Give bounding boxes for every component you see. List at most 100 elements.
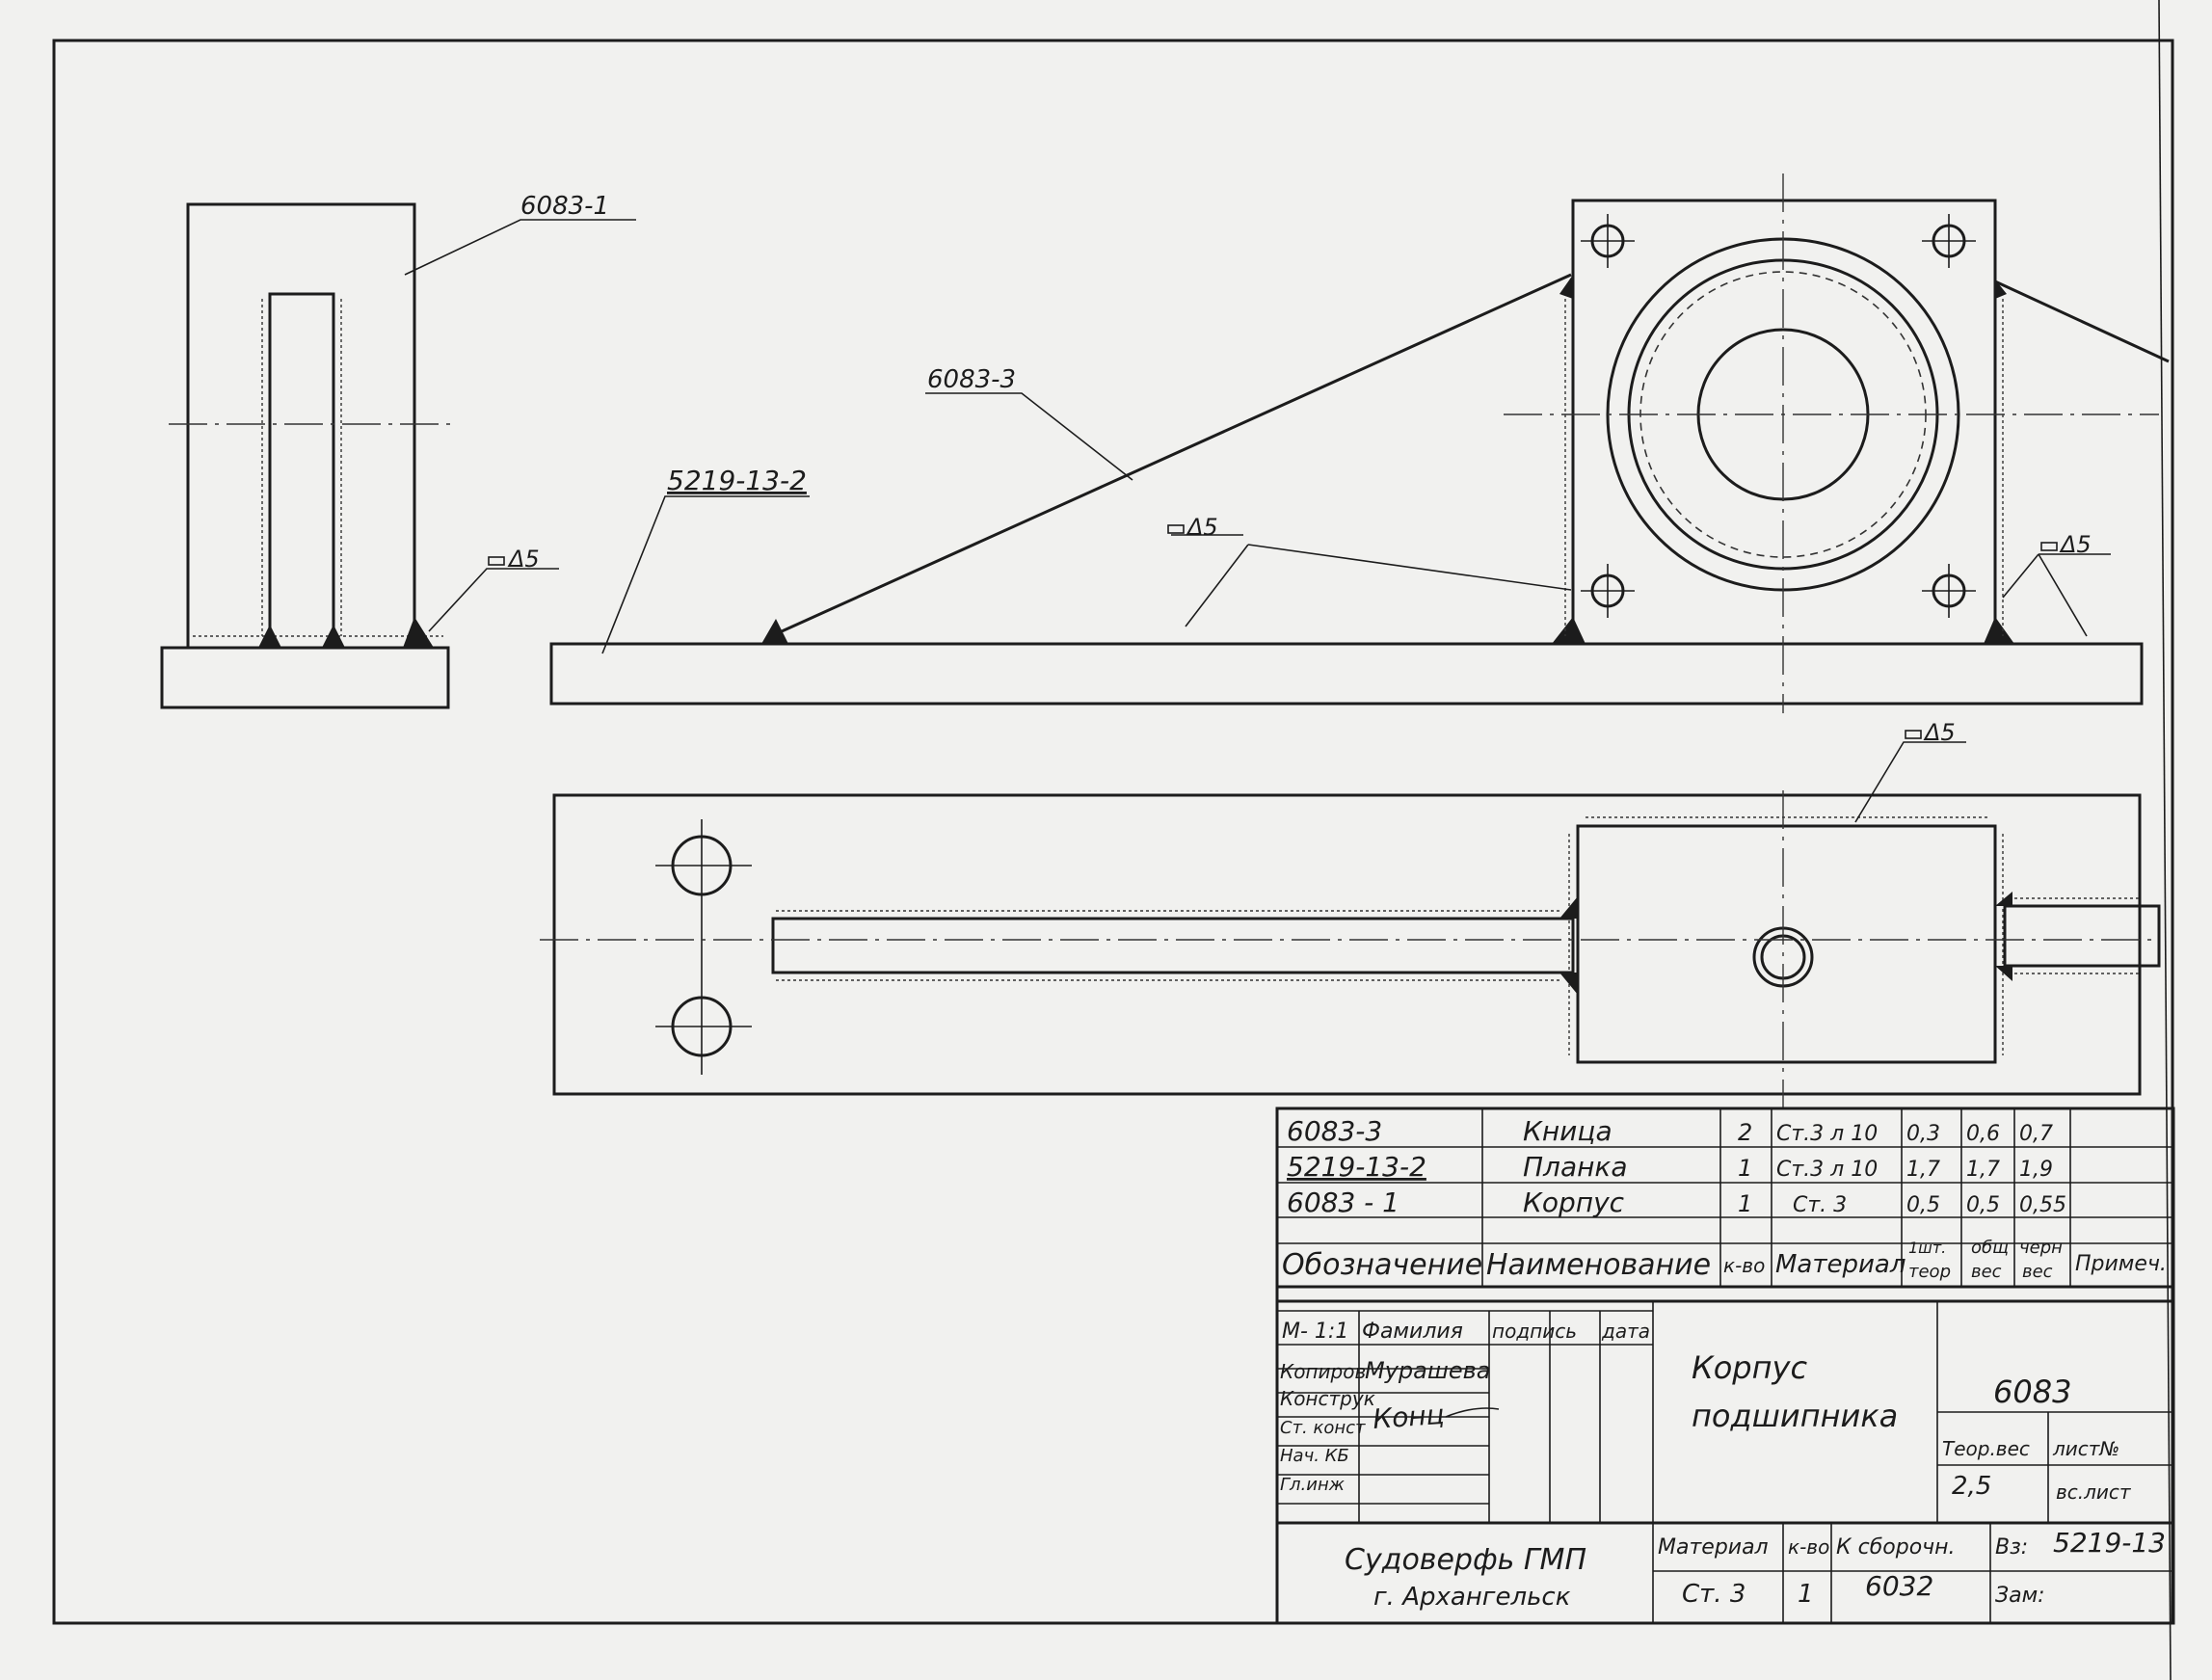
spec-header-rough-weight-bottom: вес bbox=[2022, 1262, 2053, 1282]
material-value: Ст. 3 bbox=[1682, 1580, 1746, 1609]
spec-header-designation: Обозначение bbox=[1282, 1248, 1482, 1282]
gusset-right bbox=[1994, 280, 2170, 363]
callout-5219-13-2: 5219-13-2 bbox=[667, 465, 807, 496]
top-view-base-plate bbox=[552, 793, 2142, 1096]
sheet-edge bbox=[2158, 0, 2172, 1680]
company-name: Судоверфь ГМП bbox=[1345, 1543, 1586, 1577]
leader-line bbox=[925, 392, 1133, 481]
spec-row-material: Ст.3 л 10 bbox=[1776, 1122, 1878, 1146]
qty-value: 1 bbox=[1798, 1580, 1814, 1609]
weld-fillet bbox=[761, 619, 788, 644]
top-view: Δ5 bbox=[540, 719, 2161, 1108]
role-label: Конструк bbox=[1280, 1387, 1375, 1410]
leader-line bbox=[1247, 544, 1572, 591]
weld-callout: Δ5 bbox=[1186, 514, 1218, 541]
zam-label: Зам: bbox=[1995, 1584, 2045, 1608]
leader-line bbox=[428, 568, 559, 632]
material-label: Материал bbox=[1658, 1535, 1769, 1560]
spec-row-total-weight: 1,7 bbox=[1966, 1158, 2000, 1182]
drawing-title-line1: Корпус bbox=[1692, 1349, 1807, 1386]
spec-header-unit-weight-top: 1шт. bbox=[1908, 1239, 1946, 1257]
col-surname-label: Фамилия bbox=[1362, 1320, 1463, 1344]
front-view-base-plate bbox=[549, 642, 2144, 706]
spec-row-total-weight: 0,5 bbox=[1966, 1193, 2000, 1217]
role-label: Гл.инж bbox=[1280, 1475, 1346, 1495]
top-view-housing bbox=[1576, 824, 1997, 1064]
weld-fillet bbox=[1559, 275, 1573, 299]
drawing-frame bbox=[52, 39, 2174, 1625]
weld-callout: Δ5 bbox=[507, 546, 540, 573]
weld-callout: Δ5 bbox=[1923, 719, 1956, 746]
weld-symbol-box bbox=[488, 556, 505, 566]
weld-fillet bbox=[403, 617, 434, 648]
weld-callout: Δ5 bbox=[2059, 531, 2092, 558]
weld-fillet bbox=[322, 625, 345, 648]
weld-symbol-box bbox=[1905, 730, 1922, 739]
weld-symbol-box bbox=[1167, 524, 1185, 534]
spec-header-qty: к-во bbox=[1723, 1254, 1765, 1277]
copier-name: Мурашева bbox=[1365, 1357, 1490, 1384]
leader-line bbox=[601, 495, 810, 654]
col-signature-label: подпись bbox=[1492, 1320, 1577, 1343]
front-view: 6083-3 5219-13-2 Δ5 Δ5 bbox=[549, 173, 2170, 713]
weld-fillet bbox=[1559, 896, 1578, 919]
spec-row-designation: 6083 - 1 bbox=[1287, 1187, 1399, 1218]
spec-header-note: Примеч. bbox=[2075, 1252, 2167, 1276]
side-view-housing bbox=[186, 202, 416, 650]
role-label: Ст. конст bbox=[1280, 1418, 1366, 1438]
spec-row-name: Корпус bbox=[1523, 1187, 1625, 1218]
assembly-value: 6032 bbox=[1865, 1570, 1933, 1602]
qty-label: к-во bbox=[1788, 1535, 1829, 1559]
weld-fillet bbox=[1995, 966, 2012, 981]
side-view: 6083-1 Δ5 bbox=[160, 192, 636, 709]
spec-row-total-weight: 0,6 bbox=[1966, 1122, 2000, 1146]
weld-symbol-box bbox=[2040, 542, 2058, 551]
specification-table: 6083-3 Кница 2 Ст.3 л 10 0,3 0,6 0,7 521… bbox=[1275, 1107, 2175, 1289]
top-view-rib bbox=[771, 917, 1575, 974]
front-view-housing bbox=[1571, 199, 1997, 646]
assembly-label: К сборочн. bbox=[1836, 1535, 1956, 1560]
spec-header-unit-weight-bottom: теор bbox=[1908, 1262, 1951, 1282]
drawing-title-line2: подшипника bbox=[1692, 1398, 1898, 1434]
spec-row-material: Ст.3 л 10 bbox=[1776, 1158, 1878, 1182]
spec-table-grid bbox=[1277, 1108, 2173, 1287]
spec-row-qty: 2 bbox=[1738, 1119, 1752, 1146]
theor-weight-label: Теор.вес bbox=[1942, 1437, 2030, 1460]
scale-label: М- 1:1 bbox=[1282, 1320, 1348, 1344]
signature-stroke bbox=[1445, 1407, 1500, 1418]
bolt-hole-centerlines bbox=[1581, 214, 1976, 618]
spec-row-designation: 6083-3 bbox=[1287, 1115, 1382, 1147]
drawing-number: 6083 bbox=[1993, 1373, 2071, 1410]
weld-fillet bbox=[258, 625, 281, 648]
theor-weight-value: 2,5 bbox=[1952, 1472, 1991, 1501]
sheet-number-label: лист№ bbox=[2052, 1437, 2119, 1460]
signature-scribble: Конц bbox=[1372, 1399, 1445, 1435]
spec-row-material: Ст. 3 bbox=[1793, 1193, 1847, 1217]
gusset-left bbox=[770, 273, 1572, 638]
leader-line bbox=[1185, 544, 1249, 627]
spec-row-rough-weight: 0,7 bbox=[2019, 1122, 2053, 1146]
weld-fillet bbox=[1552, 617, 1586, 644]
callout-6083-1: 6083-1 bbox=[520, 192, 609, 221]
side-view-slot bbox=[268, 292, 335, 650]
spec-header-rough-weight-top: черн bbox=[2019, 1238, 2063, 1258]
vz-value: 5219-13 bbox=[2053, 1527, 2166, 1559]
spec-row-designation: 5219-13-2 bbox=[1287, 1151, 1426, 1183]
weld-fillet bbox=[1995, 892, 2012, 906]
top-view-rib-right bbox=[2003, 904, 2161, 968]
spec-header-name: Наименование bbox=[1486, 1248, 1711, 1282]
spec-row-qty: 1 bbox=[1738, 1190, 1752, 1217]
role-label: Копиров bbox=[1280, 1360, 1366, 1383]
role-label: Нач. КБ bbox=[1280, 1446, 1349, 1466]
spec-row-unit-weight: 0,3 bbox=[1906, 1122, 1940, 1146]
total-sheets-label: вс.лист bbox=[2056, 1480, 2132, 1504]
leader-line bbox=[404, 219, 636, 276]
spec-row-qty: 1 bbox=[1738, 1155, 1752, 1182]
vz-label: Вз: bbox=[1995, 1535, 2028, 1560]
spec-row-unit-weight: 0,5 bbox=[1906, 1193, 1940, 1217]
callout-6083-3: 6083-3 bbox=[927, 365, 1016, 394]
leader-line bbox=[1854, 741, 1966, 823]
spec-row-rough-weight: 1,9 bbox=[2019, 1158, 2053, 1182]
weld-fillet bbox=[1984, 617, 2014, 644]
